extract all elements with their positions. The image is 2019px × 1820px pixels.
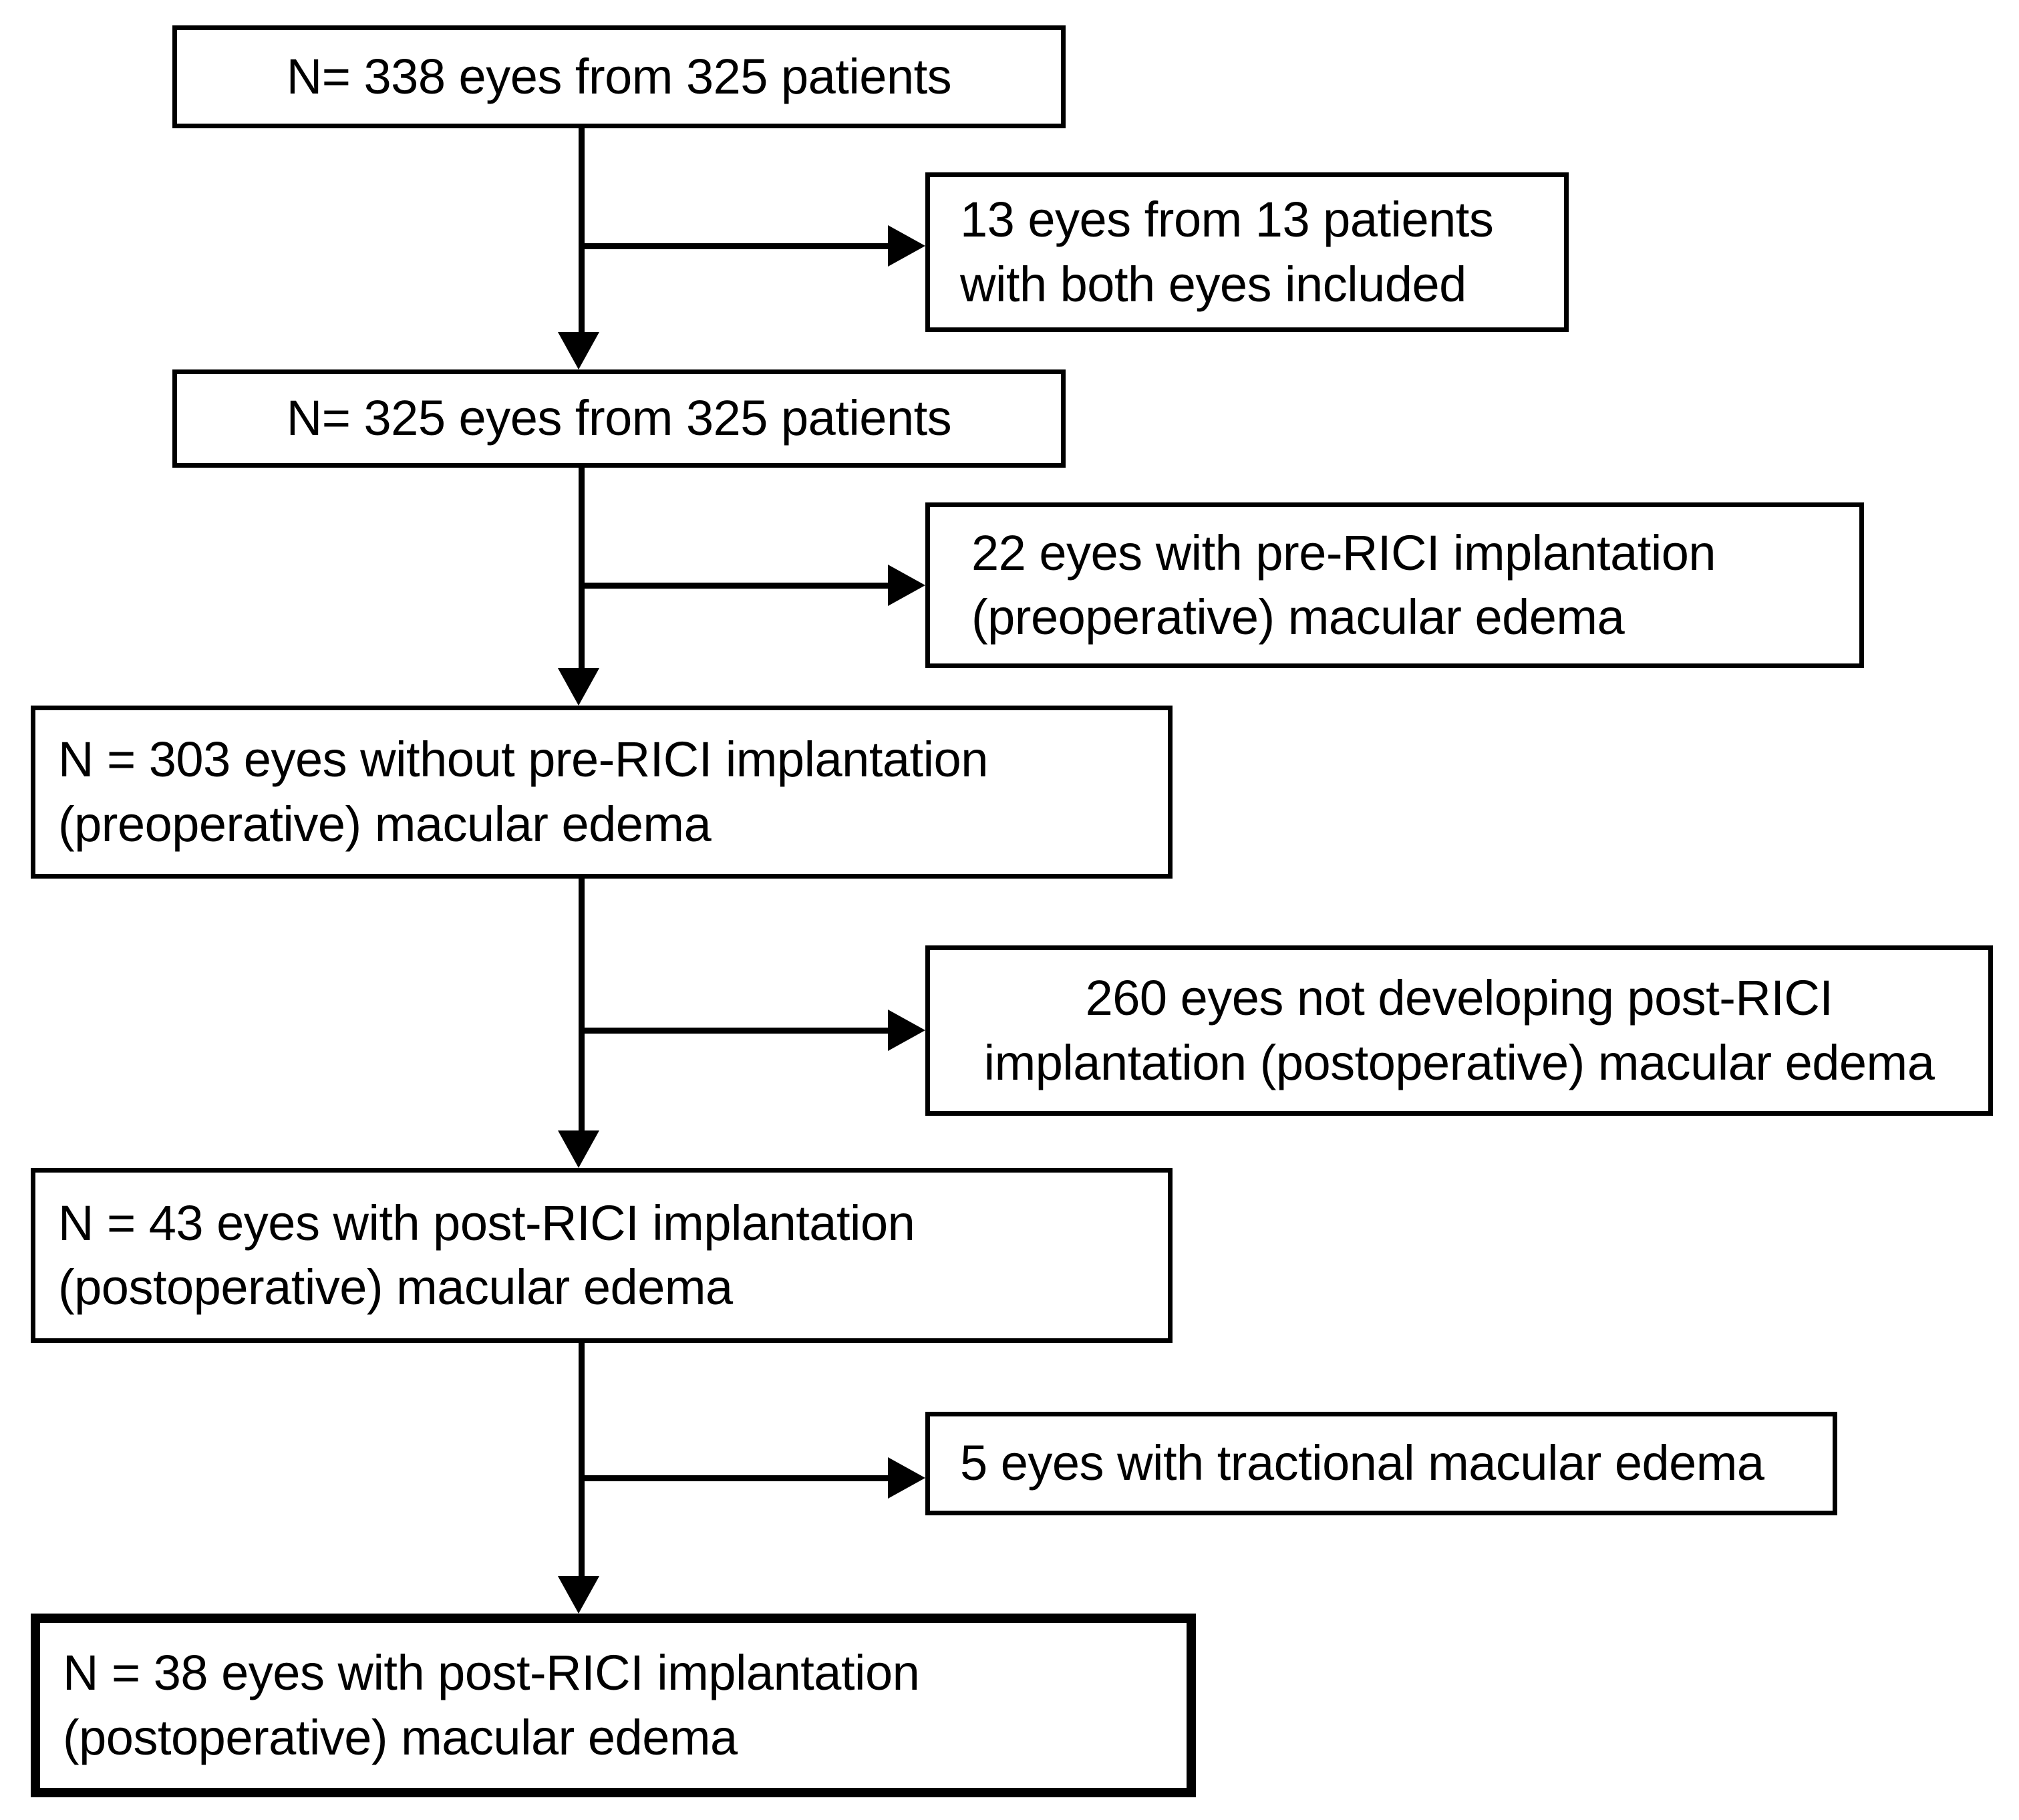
arrowhead-338-to-325 [558, 332, 599, 369]
connector-325-to-22-branch [579, 583, 889, 589]
node-excluded-preop-edema: 22 eyes with pre-RICI implantation (preo… [925, 502, 1864, 668]
arrowhead-303-to-43 [558, 1130, 599, 1168]
node-with-postop-edema: N = 43 eyes with post-RICI implantation … [31, 1168, 1173, 1343]
connector-43-to-38-stem [579, 1343, 585, 1576]
node-total-eyes-line1: N= 338 eyes from 325 patients [286, 48, 952, 104]
node-final-cohort-line1: N = 38 eyes with post-RICI implantation [63, 1645, 920, 1701]
connector-43-to-5-branch [579, 1475, 889, 1481]
node-excluded-both-eyes: 13 eyes from 13 patients with both eyes … [925, 172, 1569, 332]
node-without-preop-edema-line2: (preoperative) macular edema [58, 796, 712, 852]
node-total-eyes: N= 338 eyes from 325 patients [172, 25, 1066, 128]
arrowhead-303-to-260 [888, 1010, 925, 1051]
connector-303-to-43-stem [579, 879, 585, 1130]
node-with-postop-edema-line2: (postoperative) macular edema [58, 1259, 733, 1315]
node-without-preop-edema-line1: N = 303 eyes without pre-RICI implantati… [58, 732, 988, 788]
arrowhead-325-to-303 [558, 668, 599, 706]
node-eyes-after-both-eye-exclusion-line1: N= 325 eyes from 325 patients [286, 390, 952, 446]
arrowhead-325-to-22 [888, 565, 925, 606]
node-excluded-both-eyes-line2: with both eyes included [960, 256, 1466, 312]
node-final-cohort-line2: (postoperative) macular edema [63, 1709, 738, 1765]
node-excluded-preop-edema-line1: 22 eyes with pre-RICI implantation [971, 524, 1716, 581]
arrowhead-43-to-5 [888, 1457, 925, 1499]
connector-325-to-303-stem [579, 468, 585, 668]
connector-338-to-325-stem [579, 128, 585, 332]
connector-303-to-260-branch [579, 1028, 889, 1034]
node-no-postop-edema-line1: 260 eyes not developing post-RICI [1085, 970, 1833, 1026]
node-excluded-tractional-edema: 5 eyes with tractional macular edema [925, 1412, 1837, 1515]
node-excluded-preop-edema-line2: (preoperative) macular edema [971, 589, 1625, 645]
node-with-postop-edema-line1: N = 43 eyes with post-RICI implantation [58, 1195, 915, 1251]
node-without-preop-edema: N = 303 eyes without pre-RICI implantati… [31, 706, 1173, 879]
arrowhead-43-to-38 [558, 1576, 599, 1614]
arrowhead-338-to-13 [888, 225, 925, 267]
node-excluded-tractional-edema-line1: 5 eyes with tractional macular edema [960, 1435, 1764, 1491]
connector-338-to-13-branch [579, 243, 889, 249]
node-eyes-after-both-eye-exclusion: N= 325 eyes from 325 patients [172, 369, 1066, 468]
node-no-postop-edema-line2: implantation (postoperative) macular ede… [983, 1034, 1935, 1090]
node-final-cohort: N = 38 eyes with post-RICI implantation … [31, 1614, 1196, 1797]
node-no-postop-edema: 260 eyes not developing post-RICI implan… [925, 945, 1993, 1116]
node-excluded-both-eyes-line1: 13 eyes from 13 patients [960, 192, 1494, 248]
